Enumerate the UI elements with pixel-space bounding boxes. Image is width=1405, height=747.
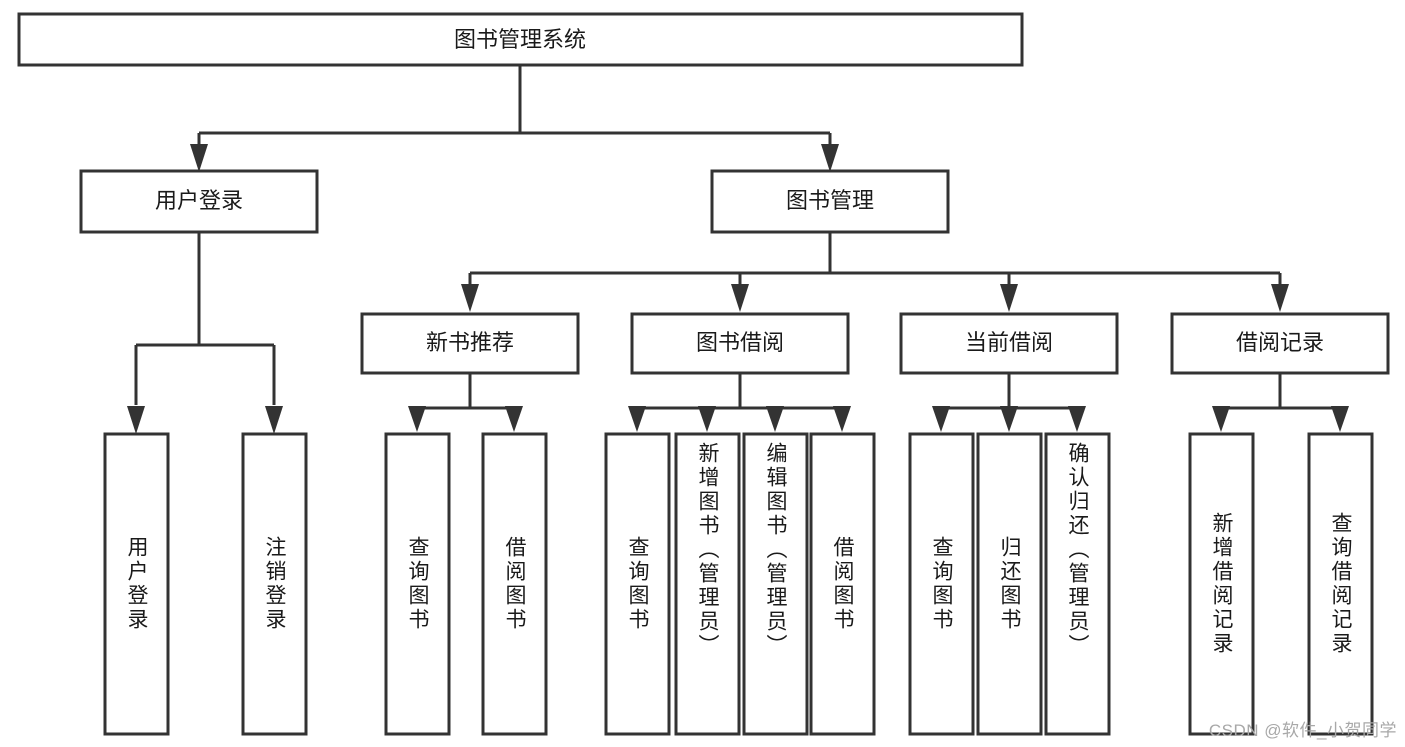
leaf-box-add-book[interactable] xyxy=(674,432,741,736)
node-book-borrow-box[interactable] xyxy=(630,312,850,375)
node-new-book-recommend[interactable]: 新书推荐 xyxy=(360,312,580,375)
arrow-to-user-login xyxy=(190,144,208,172)
leaf-box-query-book-3[interactable] xyxy=(908,432,975,736)
node-user-login[interactable]: 用户登录 xyxy=(79,169,319,234)
arrow-to-leaf-user-login xyxy=(127,406,145,434)
node-root-label: 图书管理系统 xyxy=(454,27,586,52)
leaf-box-return-book[interactable] xyxy=(976,432,1043,736)
connector-borrowrecord-to-leaves xyxy=(1219,374,1342,425)
arrow-to-leaf-borrow-book-1 xyxy=(505,406,523,432)
arrow-to-leaf-query-book-1 xyxy=(408,406,426,432)
arrow-to-leaf-logout-login xyxy=(265,406,283,434)
connector-bookborrow-to-leaves xyxy=(635,374,844,425)
connector-newbook-to-leaves xyxy=(415,374,516,425)
node-book-borrow-label: 图书借阅 xyxy=(696,330,784,355)
leaf-box-confirm-return[interactable] xyxy=(1044,432,1111,736)
arrow-to-current-borrow xyxy=(1000,284,1018,312)
connector-userlogin-to-leaves xyxy=(134,233,276,405)
connector-root-to-level2 xyxy=(197,65,832,160)
arrow-to-leaf-add-borrow-record xyxy=(1212,406,1230,432)
node-current-borrow-label: 当前借阅 xyxy=(965,330,1053,355)
arrow-to-book-management xyxy=(821,144,839,172)
watermark-text: CSDN @软件_小贺同学 xyxy=(1208,721,1397,740)
node-user-login-box[interactable] xyxy=(79,169,319,234)
node-layer: 图书管理系统 用户登录 图书管理 新书推荐 图书借阅 xyxy=(17,12,1390,736)
leaf-box-query-borrow-record[interactable] xyxy=(1307,432,1374,736)
node-book-borrow[interactable]: 图书借阅 xyxy=(630,312,850,375)
arrow-to-leaf-query-borrow-record xyxy=(1331,406,1349,432)
leaf-box-borrow-book-2[interactable] xyxy=(809,432,876,736)
leaf-box-query-book-1[interactable] xyxy=(384,432,451,736)
arrow-to-new-book-recommend xyxy=(461,284,479,312)
leaf-box-borrow-book-1[interactable] xyxy=(481,432,548,736)
leaf-box-edit-book[interactable] xyxy=(742,432,809,736)
node-borrow-record-label: 借阅记录 xyxy=(1236,330,1324,355)
leaf-box-logout-login[interactable] xyxy=(241,432,308,736)
node-current-borrow[interactable]: 当前借阅 xyxy=(899,312,1119,375)
node-root[interactable]: 图书管理系统 xyxy=(17,12,1024,67)
arrow-to-leaf-edit-book xyxy=(766,406,784,432)
arrow-to-leaf-confirm-return xyxy=(1068,406,1086,432)
node-new-book-recommend-label: 新书推荐 xyxy=(426,330,514,355)
arrow-to-leaf-borrow-book-2 xyxy=(833,406,851,432)
arrow-to-book-borrow xyxy=(731,284,749,312)
leaf-box-add-borrow-record[interactable] xyxy=(1188,432,1255,736)
arrow-to-leaf-return-book xyxy=(1000,406,1018,432)
node-current-borrow-box[interactable] xyxy=(899,312,1119,375)
arrow-to-leaf-query-book-2 xyxy=(628,406,646,432)
node-borrow-record-box[interactable] xyxy=(1170,312,1390,375)
arrow-to-leaf-query-book-3 xyxy=(932,406,950,432)
node-book-management-label: 图书管理 xyxy=(786,188,874,213)
node-book-management-box[interactable] xyxy=(710,169,950,234)
arrow-to-leaf-add-book xyxy=(698,406,716,432)
node-root-box[interactable] xyxy=(17,12,1024,67)
leaf-box-user-login[interactable] xyxy=(103,432,170,736)
node-user-login-label: 用户登录 xyxy=(155,188,243,213)
arrow-to-borrow-record xyxy=(1271,284,1289,312)
node-new-book-recommend-box[interactable] xyxy=(360,312,580,375)
node-book-management[interactable]: 图书管理 xyxy=(710,169,950,234)
node-borrow-record[interactable]: 借阅记录 xyxy=(1170,312,1390,375)
connector-bookmgmt-to-level3 xyxy=(468,233,1282,303)
leaf-box-query-book-2[interactable] xyxy=(604,432,671,736)
arrowhead-layer xyxy=(127,144,1349,434)
